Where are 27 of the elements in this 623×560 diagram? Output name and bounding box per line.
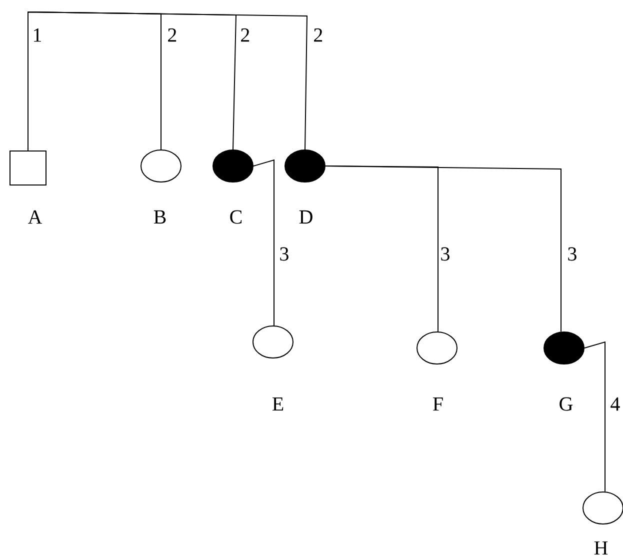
filled-circle-symbol — [212, 150, 254, 182]
connector-line — [28, 12, 308, 151]
connector-line — [325, 166, 562, 332]
person-letter: G — [560, 397, 573, 411]
person-letter: D — [299, 210, 312, 224]
person-letter: E — [272, 397, 284, 411]
connector-line — [253, 159, 274, 326]
edge-label: 2 — [241, 28, 250, 42]
filled-circle-symbol — [284, 150, 326, 182]
filled-circle-symbol — [544, 332, 584, 364]
edge-label: 3 — [441, 247, 450, 261]
square-symbol — [10, 150, 46, 186]
circle-symbol — [252, 326, 294, 358]
circle-symbol — [416, 332, 458, 364]
edge-label: 3 — [568, 247, 576, 261]
person-letter: F — [433, 397, 443, 411]
edge-label: 2 — [168, 28, 176, 42]
generation-number: 1 — [34, 28, 41, 42]
edge-label: 3 — [280, 247, 288, 261]
person-letter: C — [230, 210, 242, 224]
person-letter: B — [154, 210, 166, 224]
circle-symbol — [140, 150, 182, 182]
edge-label: 2 — [314, 28, 322, 42]
person-letter: H — [594, 541, 608, 555]
person-letter: A — [28, 210, 42, 224]
connector-line — [584, 341, 606, 492]
edge-label: 4 — [610, 397, 620, 411]
